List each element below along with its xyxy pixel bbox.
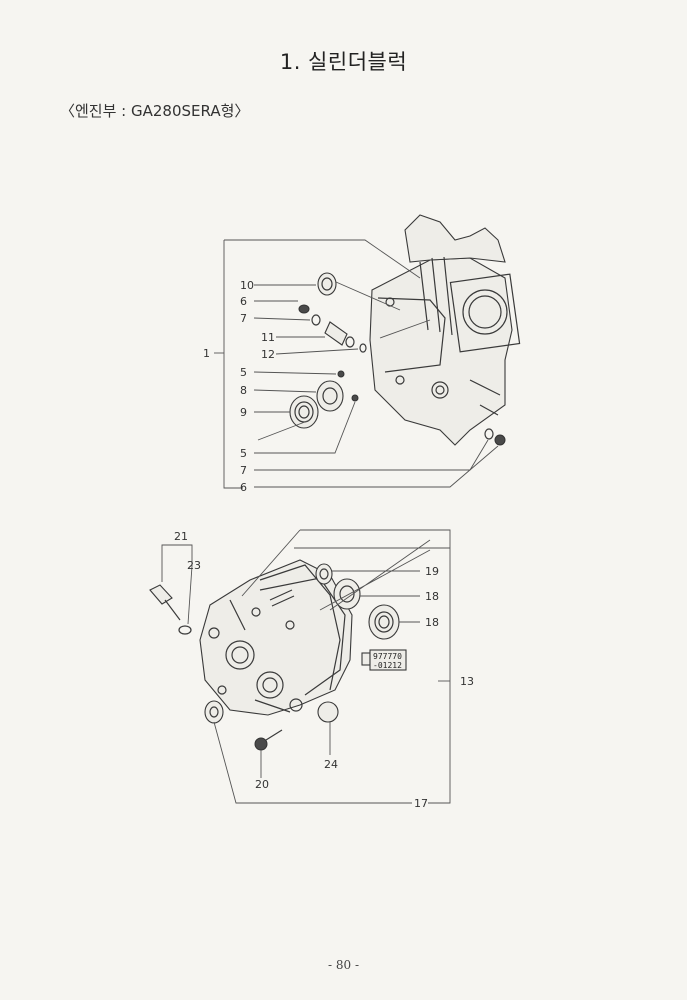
sealant-tag-line2: -01212 xyxy=(373,661,402,670)
page-title: 1. 실린더블럭 xyxy=(279,50,408,74)
crankcase-cover-drawing xyxy=(199,559,353,716)
callout-24: 24 xyxy=(324,758,338,771)
callout-6-top: 6 xyxy=(240,295,247,308)
callout-13: 13 xyxy=(460,675,474,688)
sealant-tag-line1: 977770 xyxy=(373,652,402,661)
callout-20: 20 xyxy=(255,778,269,791)
callout-23: 23 xyxy=(187,559,201,572)
callout-7-top: 7 xyxy=(240,312,247,325)
callout-9: 9 xyxy=(240,406,247,419)
callout-17: 17 xyxy=(414,797,428,810)
callout-12: 12 xyxy=(261,348,275,361)
callout-7-bottom: 7 xyxy=(240,464,247,477)
model-subtitle: 〈엔진부 : GA280SERA형〉 xyxy=(60,102,250,120)
upper-callout-labels: 10 6 7 11 12 5 8 9 1 5 7 6 xyxy=(203,279,275,494)
callout-21: 21 xyxy=(174,530,188,543)
callout-5-bottom: 5 xyxy=(240,447,247,460)
callout-11: 11 xyxy=(261,331,275,344)
lower-small-parts: 977770 -01212 xyxy=(149,563,407,751)
lower-callout-labels: 21 23 19 18 18 13 24 20 17 xyxy=(174,530,474,810)
callout-6-bottom: 6 xyxy=(240,481,247,494)
upper-leader-lines xyxy=(214,239,499,489)
cylinder-block-drawing xyxy=(369,214,521,446)
callout-18-upper: 18 xyxy=(425,590,439,603)
callout-8: 8 xyxy=(240,384,247,397)
callout-18-lower: 18 xyxy=(425,616,439,629)
page-number: - 80 - xyxy=(327,958,359,972)
callout-10: 10 xyxy=(240,279,254,292)
callout-19: 19 xyxy=(425,565,439,578)
lower-leader-lines xyxy=(161,529,451,804)
callout-1: 1 xyxy=(203,347,210,360)
callout-5-top: 5 xyxy=(240,366,247,379)
